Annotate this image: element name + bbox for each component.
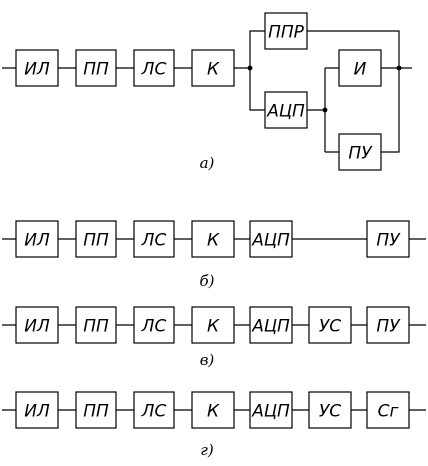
block-ls: ЛС	[133, 220, 175, 258]
block-adc: АЦП	[249, 306, 293, 344]
svg-text:АЦП: АЦП	[251, 402, 290, 422]
block-pp: ПП	[75, 306, 117, 344]
diagram-v: ИЛ ПП ЛС К АЦП УС ПУ в)	[2, 306, 426, 369]
block-il: ИЛ	[15, 220, 59, 258]
svg-text:ПУ: ПУ	[376, 317, 401, 337]
svg-text:ПП: ПП	[83, 317, 109, 337]
block-adc: АЦП	[264, 91, 308, 129]
diagram-a: ИЛ ПП ЛС К ППР АЦП И ПУ а)	[2, 12, 412, 172]
junction-dot	[322, 107, 328, 113]
block-pu: ПУ	[366, 306, 410, 344]
junction-dot	[396, 65, 402, 71]
svg-text:ИЛ: ИЛ	[24, 60, 50, 80]
block-k: К	[191, 306, 235, 344]
caption-b: б)	[199, 272, 214, 290]
block-k: К	[191, 391, 235, 429]
block-k: К	[191, 49, 235, 87]
svg-text:К: К	[207, 231, 220, 251]
block-pu: ПУ	[338, 133, 382, 171]
block-il: ИЛ	[15, 49, 59, 87]
block-sg: Сг	[366, 391, 410, 429]
block-ls: ЛС	[133, 49, 175, 87]
svg-text:ЛС: ЛС	[141, 402, 167, 422]
block-adc: АЦП	[249, 220, 293, 258]
block-pu: ПУ	[366, 220, 410, 258]
svg-text:К: К	[207, 317, 220, 337]
block-pp: ПП	[75, 391, 117, 429]
svg-text:ИЛ: ИЛ	[24, 402, 50, 422]
block-us: УС	[308, 391, 352, 429]
svg-text:ПП: ПП	[83, 402, 109, 422]
svg-text:УС: УС	[319, 317, 341, 337]
svg-text:ППР: ППР	[268, 23, 305, 43]
caption-g: г)	[200, 441, 214, 459]
diagram-g: ИЛ ПП ЛС К АЦП УС Сг г)	[2, 391, 426, 459]
diagram-b: ИЛ ПП ЛС К АЦП ПУ б)	[2, 220, 426, 290]
block-il: ИЛ	[15, 306, 59, 344]
svg-text:АЦП: АЦП	[251, 317, 290, 337]
block-ppr: ППР	[264, 12, 308, 50]
svg-text:И: И	[354, 60, 367, 80]
svg-text:К: К	[207, 60, 220, 80]
block-k: К	[191, 220, 235, 258]
svg-text:УС: УС	[319, 402, 341, 422]
svg-text:ИЛ: ИЛ	[24, 317, 50, 337]
junction-dot	[247, 65, 253, 71]
block-pp: ПП	[75, 49, 117, 87]
svg-text:ПУ: ПУ	[348, 144, 373, 164]
svg-text:АЦП: АЦП	[266, 102, 305, 122]
caption-v: в)	[200, 351, 215, 369]
block-us: УС	[308, 306, 352, 344]
svg-text:ПП: ПП	[83, 231, 109, 251]
block-ls: ЛС	[133, 391, 175, 429]
svg-text:ЛС: ЛС	[141, 317, 167, 337]
svg-text:К: К	[207, 402, 220, 422]
svg-text:АЦП: АЦП	[251, 231, 290, 251]
caption-a: а)	[200, 154, 215, 172]
block-i: И	[338, 49, 382, 87]
svg-text:ПУ: ПУ	[376, 231, 401, 251]
block-il: ИЛ	[15, 391, 59, 429]
svg-text:ИЛ: ИЛ	[24, 231, 50, 251]
block-ls: ЛС	[133, 306, 175, 344]
block-adc: АЦП	[249, 391, 293, 429]
svg-text:ЛС: ЛС	[141, 231, 167, 251]
svg-text:ЛС: ЛС	[141, 60, 167, 80]
svg-text:Сг: Сг	[378, 402, 399, 422]
svg-text:ПП: ПП	[83, 60, 109, 80]
block-pp: ПП	[75, 220, 117, 258]
